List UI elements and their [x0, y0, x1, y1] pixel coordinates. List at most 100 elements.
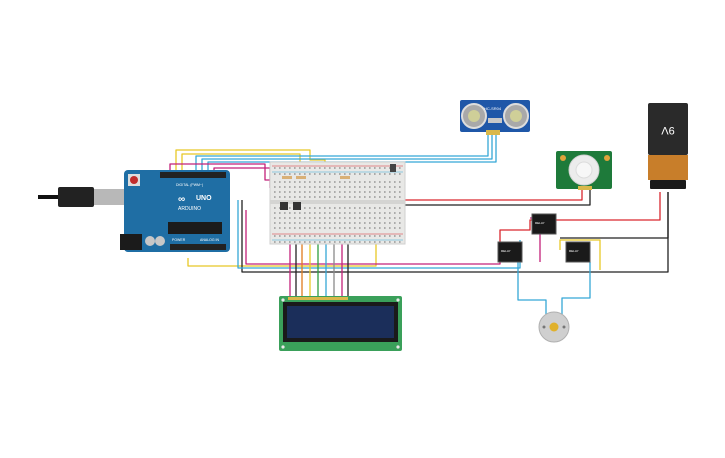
pushbutton-1[interactable] [280, 202, 288, 210]
breadboard-hole [329, 222, 331, 224]
breadboard-hole [384, 207, 386, 209]
breadboard-hole [364, 191, 366, 193]
breadboard-hole [339, 217, 341, 219]
breadboard-hole [319, 212, 321, 214]
component-marker [390, 164, 396, 172]
breadboard-hole [299, 212, 301, 214]
breadboard-hole [314, 167, 316, 169]
breadboard-hole [364, 173, 366, 175]
breadboard-hole [274, 186, 276, 188]
breadboard-hole [344, 181, 346, 183]
relay-3[interactable]: RELAY [565, 241, 591, 263]
breadboard-hole [334, 212, 336, 214]
breadboard-hole [329, 173, 331, 175]
breadboard-hole [359, 186, 361, 188]
relay-2[interactable]: RELAY [531, 213, 557, 235]
breadboard-hole [394, 173, 396, 175]
breadboard-hole [339, 207, 341, 209]
pushbutton-2[interactable] [293, 202, 301, 210]
breadboard-hole [294, 212, 296, 214]
breadboard-hole [334, 191, 336, 193]
battery-top [648, 103, 688, 155]
breadboard-hole [299, 186, 301, 188]
breadboard-hole [309, 167, 311, 169]
breadboard-hole [349, 167, 351, 169]
wire-motor-2[interactable] [561, 262, 591, 314]
breadboard-hole [354, 217, 356, 219]
breadboard-hole [374, 191, 376, 193]
lcd-16x2[interactable] [279, 296, 402, 351]
breadboard-hole [294, 227, 296, 229]
breadboard-hole [359, 196, 361, 198]
breadboard-hole [329, 167, 331, 169]
pir-dome-center [575, 161, 593, 179]
breadboard-hole [344, 212, 346, 214]
breadboard-hole [379, 196, 381, 198]
breadboard-hole [374, 196, 376, 198]
wire-black-battery[interactable] [560, 192, 669, 239]
breadboard-hole [304, 227, 306, 229]
breadboard-hole [309, 207, 311, 209]
pir-pot-1 [560, 155, 566, 161]
breadboard-hole [279, 217, 281, 219]
breadboard-hole [344, 196, 346, 198]
wire-red-pir[interactable] [405, 186, 583, 201]
resistor-1[interactable] [282, 176, 292, 179]
wire-cyan-2[interactable] [201, 135, 493, 172]
breadboard-hole [299, 235, 301, 237]
wire-motor-1[interactable] [517, 262, 547, 314]
breadboard-hole [284, 235, 286, 237]
breadboard-hole [379, 191, 381, 193]
breadboard-hole [279, 241, 281, 243]
wire-black-pir[interactable] [405, 186, 591, 206]
ultrasonic-sensor[interactable]: HC-SR04 [460, 100, 530, 135]
dc-motor[interactable] [538, 311, 570, 343]
battery-9v[interactable]: 9V [648, 103, 688, 189]
breadboard-hole [394, 207, 396, 209]
resistor-3[interactable] [340, 176, 350, 179]
breadboard-hole [279, 191, 281, 193]
relay-1[interactable]: RELAY [497, 241, 523, 263]
breadboard-hole [294, 196, 296, 198]
ultrasonic-pins [486, 130, 500, 135]
breadboard-hole [284, 167, 286, 169]
breadboard-hole [334, 186, 336, 188]
breadboard-hole [399, 222, 401, 224]
breadboard-hole [294, 173, 296, 175]
breadboard-hole [289, 235, 291, 237]
reset-button-cap [130, 176, 138, 184]
breadboard[interactable] [269, 161, 406, 245]
arduino-uno[interactable]: ∞ ARDUINO UNO DIGITAL (PWM~) ANALOG IN P… [38, 170, 230, 252]
breadboard-hole [389, 241, 391, 243]
capacitor-1 [145, 236, 155, 246]
breadboard-hole [384, 212, 386, 214]
pir-sensor[interactable] [556, 151, 612, 190]
wire-yellow-3[interactable] [187, 240, 377, 267]
breadboard-hole [339, 196, 341, 198]
breadboard-hole [364, 235, 366, 237]
breadboard-hole [369, 241, 371, 243]
breadboard-hole [349, 235, 351, 237]
wire-yellow-relay[interactable] [559, 239, 601, 270]
breadboard-hole [394, 212, 396, 214]
breadboard-hole [314, 173, 316, 175]
resistor-2[interactable] [296, 176, 306, 179]
breadboard-hole [379, 167, 381, 169]
breadboard-hole [274, 217, 276, 219]
breadboard-hole [304, 222, 306, 224]
wire-red-battery[interactable] [499, 192, 661, 245]
breadboard-hole [399, 173, 401, 175]
breadboard-hole [284, 217, 286, 219]
breadboard-hole [389, 167, 391, 169]
breadboard-hole [279, 186, 281, 188]
breadboard-hole [384, 196, 386, 198]
breadboard-hole [394, 241, 396, 243]
breadboard-hole [389, 196, 391, 198]
breadboard-hole [319, 167, 321, 169]
breadboard-hole [399, 212, 401, 214]
breadboard-hole [364, 212, 366, 214]
breadboard-hole [394, 227, 396, 229]
breadboard-hole [309, 235, 311, 237]
breadboard-hole [374, 167, 376, 169]
